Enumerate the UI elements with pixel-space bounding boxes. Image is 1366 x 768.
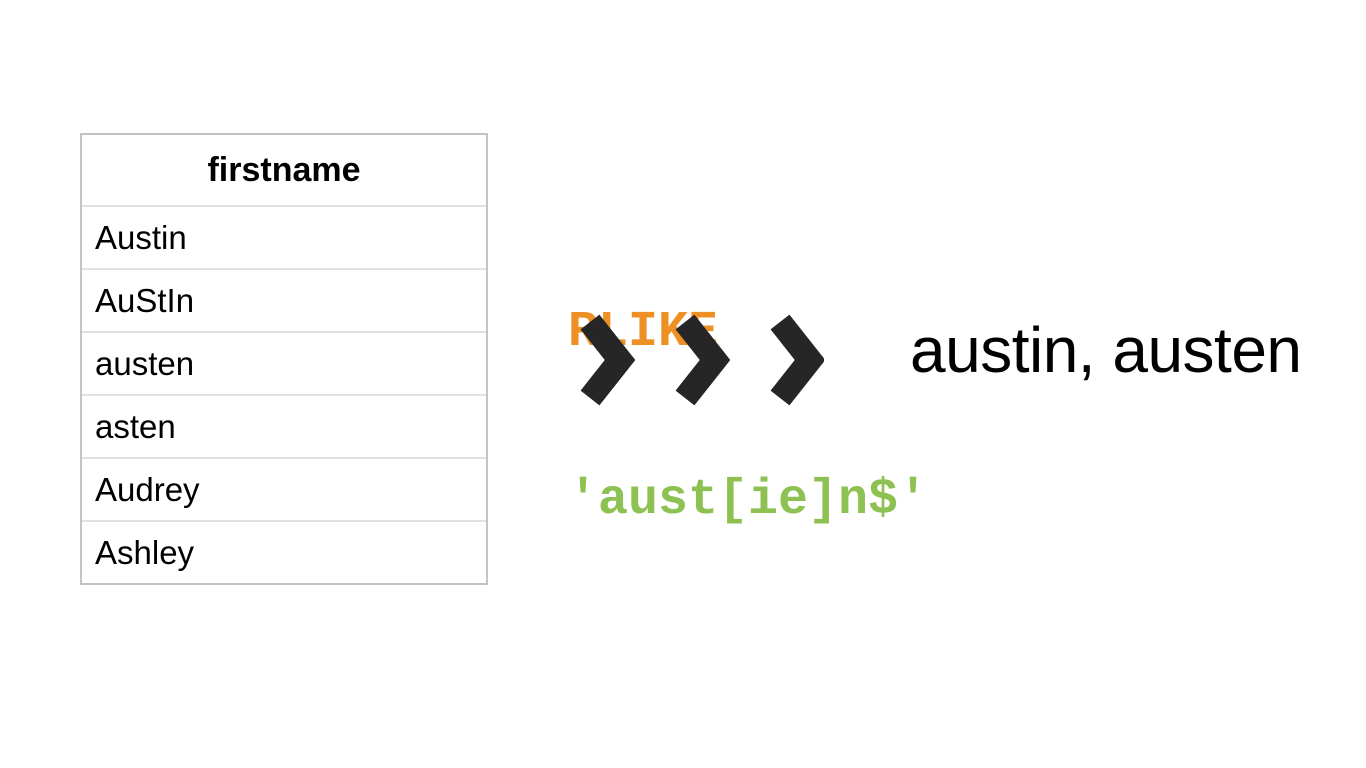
table-row: asten bbox=[82, 394, 486, 457]
rlike-code-snippet: RLIKE 'aust[ie]n$' bbox=[568, 193, 928, 641]
table-row: austen bbox=[82, 331, 486, 394]
table-row: Ashley bbox=[82, 520, 486, 583]
table-header-firstname: firstname bbox=[207, 150, 361, 189]
table-row: Audrey bbox=[82, 457, 486, 520]
table-row: AuStIn bbox=[82, 268, 486, 331]
regex-pattern: 'aust[ie]n$' bbox=[568, 472, 929, 529]
result-text: austin, austen bbox=[910, 314, 1302, 386]
triple-chevron-right-icon bbox=[580, 314, 824, 406]
table-row: Austin bbox=[82, 205, 486, 268]
firstname-table: firstname Austin AuStIn austen asten Aud… bbox=[80, 133, 488, 585]
